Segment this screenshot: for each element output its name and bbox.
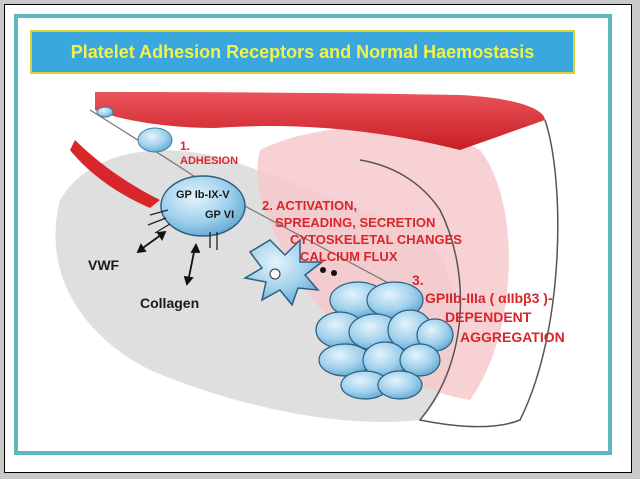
slide-border xyxy=(14,14,612,455)
vessel-outline xyxy=(359,119,559,428)
vessel-wall-top xyxy=(95,92,545,150)
binding-arrows xyxy=(136,230,201,286)
vessel-wall-flap xyxy=(70,140,160,208)
vwf-label: VWF xyxy=(88,257,120,273)
step3-number: 3. xyxy=(412,272,424,288)
step2-line4: CALCIUM FLUX xyxy=(300,249,398,264)
slide-title: Platelet Adhesion Receptors and Normal H… xyxy=(30,30,575,74)
step1-number: 1. xyxy=(180,139,190,153)
resting-platelet-small xyxy=(96,106,114,118)
adherent-platelet xyxy=(160,175,246,237)
secreted-granule xyxy=(320,267,326,273)
gp-ib-ix-v-label: GP Ib-IX-V xyxy=(176,189,230,201)
resting-platelet xyxy=(137,127,173,153)
step3-line1: GPIIb-IIIa ( αIIbβ3 )- xyxy=(425,290,553,306)
step3-line2: DEPENDENT xyxy=(445,309,532,325)
platelet-aggregate xyxy=(315,281,454,400)
step2-line3: CYTOSKELETAL CHANGES xyxy=(290,232,462,247)
secreted-granule xyxy=(331,270,337,276)
gp-vi-label: GP VI xyxy=(205,209,234,221)
granule xyxy=(269,268,281,280)
receptor-spikes xyxy=(147,209,218,250)
step1-label: ADHESION xyxy=(180,155,238,167)
activated-platelet xyxy=(242,238,325,307)
step2-line2: SPREADING, SECRETION xyxy=(275,215,435,230)
step2-line1: 2. ACTIVATION, xyxy=(262,198,357,213)
step3-line3: AGGREGATION xyxy=(460,329,565,345)
collagen-label: Collagen xyxy=(140,295,199,311)
